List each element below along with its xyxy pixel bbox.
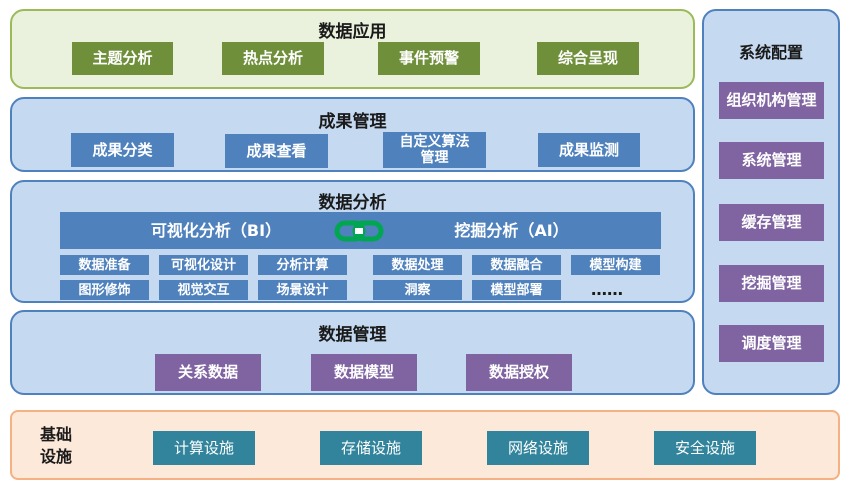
mining-mgmt-box[interactable]: 挖掘管理 [719, 265, 824, 302]
data-model-box[interactable]: 数据模型 [311, 354, 417, 391]
integrated-view-box[interactable]: 综合呈现 [537, 42, 639, 75]
cache-mgmt-box[interactable]: 缓存管理 [719, 204, 824, 241]
ai-item-data-fusion[interactable]: 数据融合 [472, 255, 561, 275]
data-analysis-panel: 数据分析 可视化分析（BI） 挖掘分析（AI） 数据准备 可视化设计 分析计算 … [10, 180, 695, 303]
bi-item-visual-design[interactable]: 可视化设计 [159, 255, 248, 275]
data-application-title: 数据应用 [318, 22, 387, 42]
system-config-panel: 系统配置 组织机构管理 系统管理 缓存管理 挖掘管理 调度管理 [702, 9, 840, 395]
infrastructure-panel: 基础 设施 计算设施 存储设施 网络设施 安全设施 [10, 410, 840, 480]
network-facility-box[interactable]: 网络设施 [487, 431, 589, 465]
bi-item-data-prep[interactable]: 数据准备 [60, 255, 149, 275]
security-facility-box[interactable]: 安全设施 [654, 431, 756, 465]
ai-more-ellipsis: …… [591, 280, 623, 299]
infrastructure-label: 基础 设施 [40, 424, 72, 468]
bi-item-visual-interact[interactable]: 视觉交互 [159, 280, 248, 300]
bi-item-graphic-decor[interactable]: 图形修饰 [60, 280, 149, 300]
results-classify-box[interactable]: 成果分类 [71, 133, 174, 167]
system-mgmt-box[interactable]: 系统管理 [719, 142, 824, 179]
schedule-mgmt-box[interactable]: 调度管理 [719, 325, 824, 362]
results-view-box[interactable]: 成果查看 [225, 134, 328, 168]
custom-algorithm-box[interactable]: 自定义算法 管理 [383, 132, 486, 168]
ai-item-model-build[interactable]: 模型构建 [571, 255, 660, 275]
storage-facility-box[interactable]: 存储设施 [320, 431, 422, 465]
bi-item-scene-design[interactable]: 场景设计 [258, 280, 347, 300]
data-management-panel: 数据管理 关系数据 数据模型 数据授权 [10, 310, 695, 395]
custom-algorithm-line2: 管理 [420, 150, 449, 166]
bi-analysis-bar[interactable]: 可视化分析（BI） [60, 212, 372, 249]
infrastructure-label-line2: 设施 [40, 447, 73, 466]
results-monitor-box[interactable]: 成果监测 [538, 133, 640, 167]
event-alert-box[interactable]: 事件预警 [378, 42, 480, 75]
data-management-title: 数据管理 [318, 325, 387, 345]
infrastructure-label-line1: 基础 [40, 425, 73, 444]
data-analysis-title: 数据分析 [318, 193, 387, 213]
data-application-panel: 数据应用 主题分析 热点分析 事件预警 综合呈现 [10, 9, 695, 89]
compute-facility-box[interactable]: 计算设施 [153, 431, 255, 465]
bi-item-analysis-calc[interactable]: 分析计算 [258, 255, 347, 275]
chain-link-icon [334, 220, 384, 242]
ai-item-insight[interactable]: 洞察 [373, 280, 462, 300]
org-structure-mgmt-box[interactable]: 组织机构管理 [719, 82, 824, 119]
data-authorization-box[interactable]: 数据授权 [466, 354, 572, 391]
relational-data-box[interactable]: 关系数据 [155, 354, 261, 391]
ai-analysis-bar[interactable]: 挖掘分析（AI） [362, 212, 661, 249]
custom-algorithm-line1: 自定义算法 [399, 134, 470, 150]
results-management-panel: 成果管理 成果分类 成果查看 自定义算法 管理 成果监测 [10, 97, 695, 172]
topic-analysis-box[interactable]: 主题分析 [72, 42, 173, 75]
ai-item-model-deploy[interactable]: 模型部署 [472, 280, 561, 300]
results-management-title: 成果管理 [318, 112, 387, 132]
ai-item-data-process[interactable]: 数据处理 [373, 255, 462, 275]
system-config-title: 系统配置 [738, 43, 803, 62]
hotspot-analysis-box[interactable]: 热点分析 [222, 42, 324, 75]
